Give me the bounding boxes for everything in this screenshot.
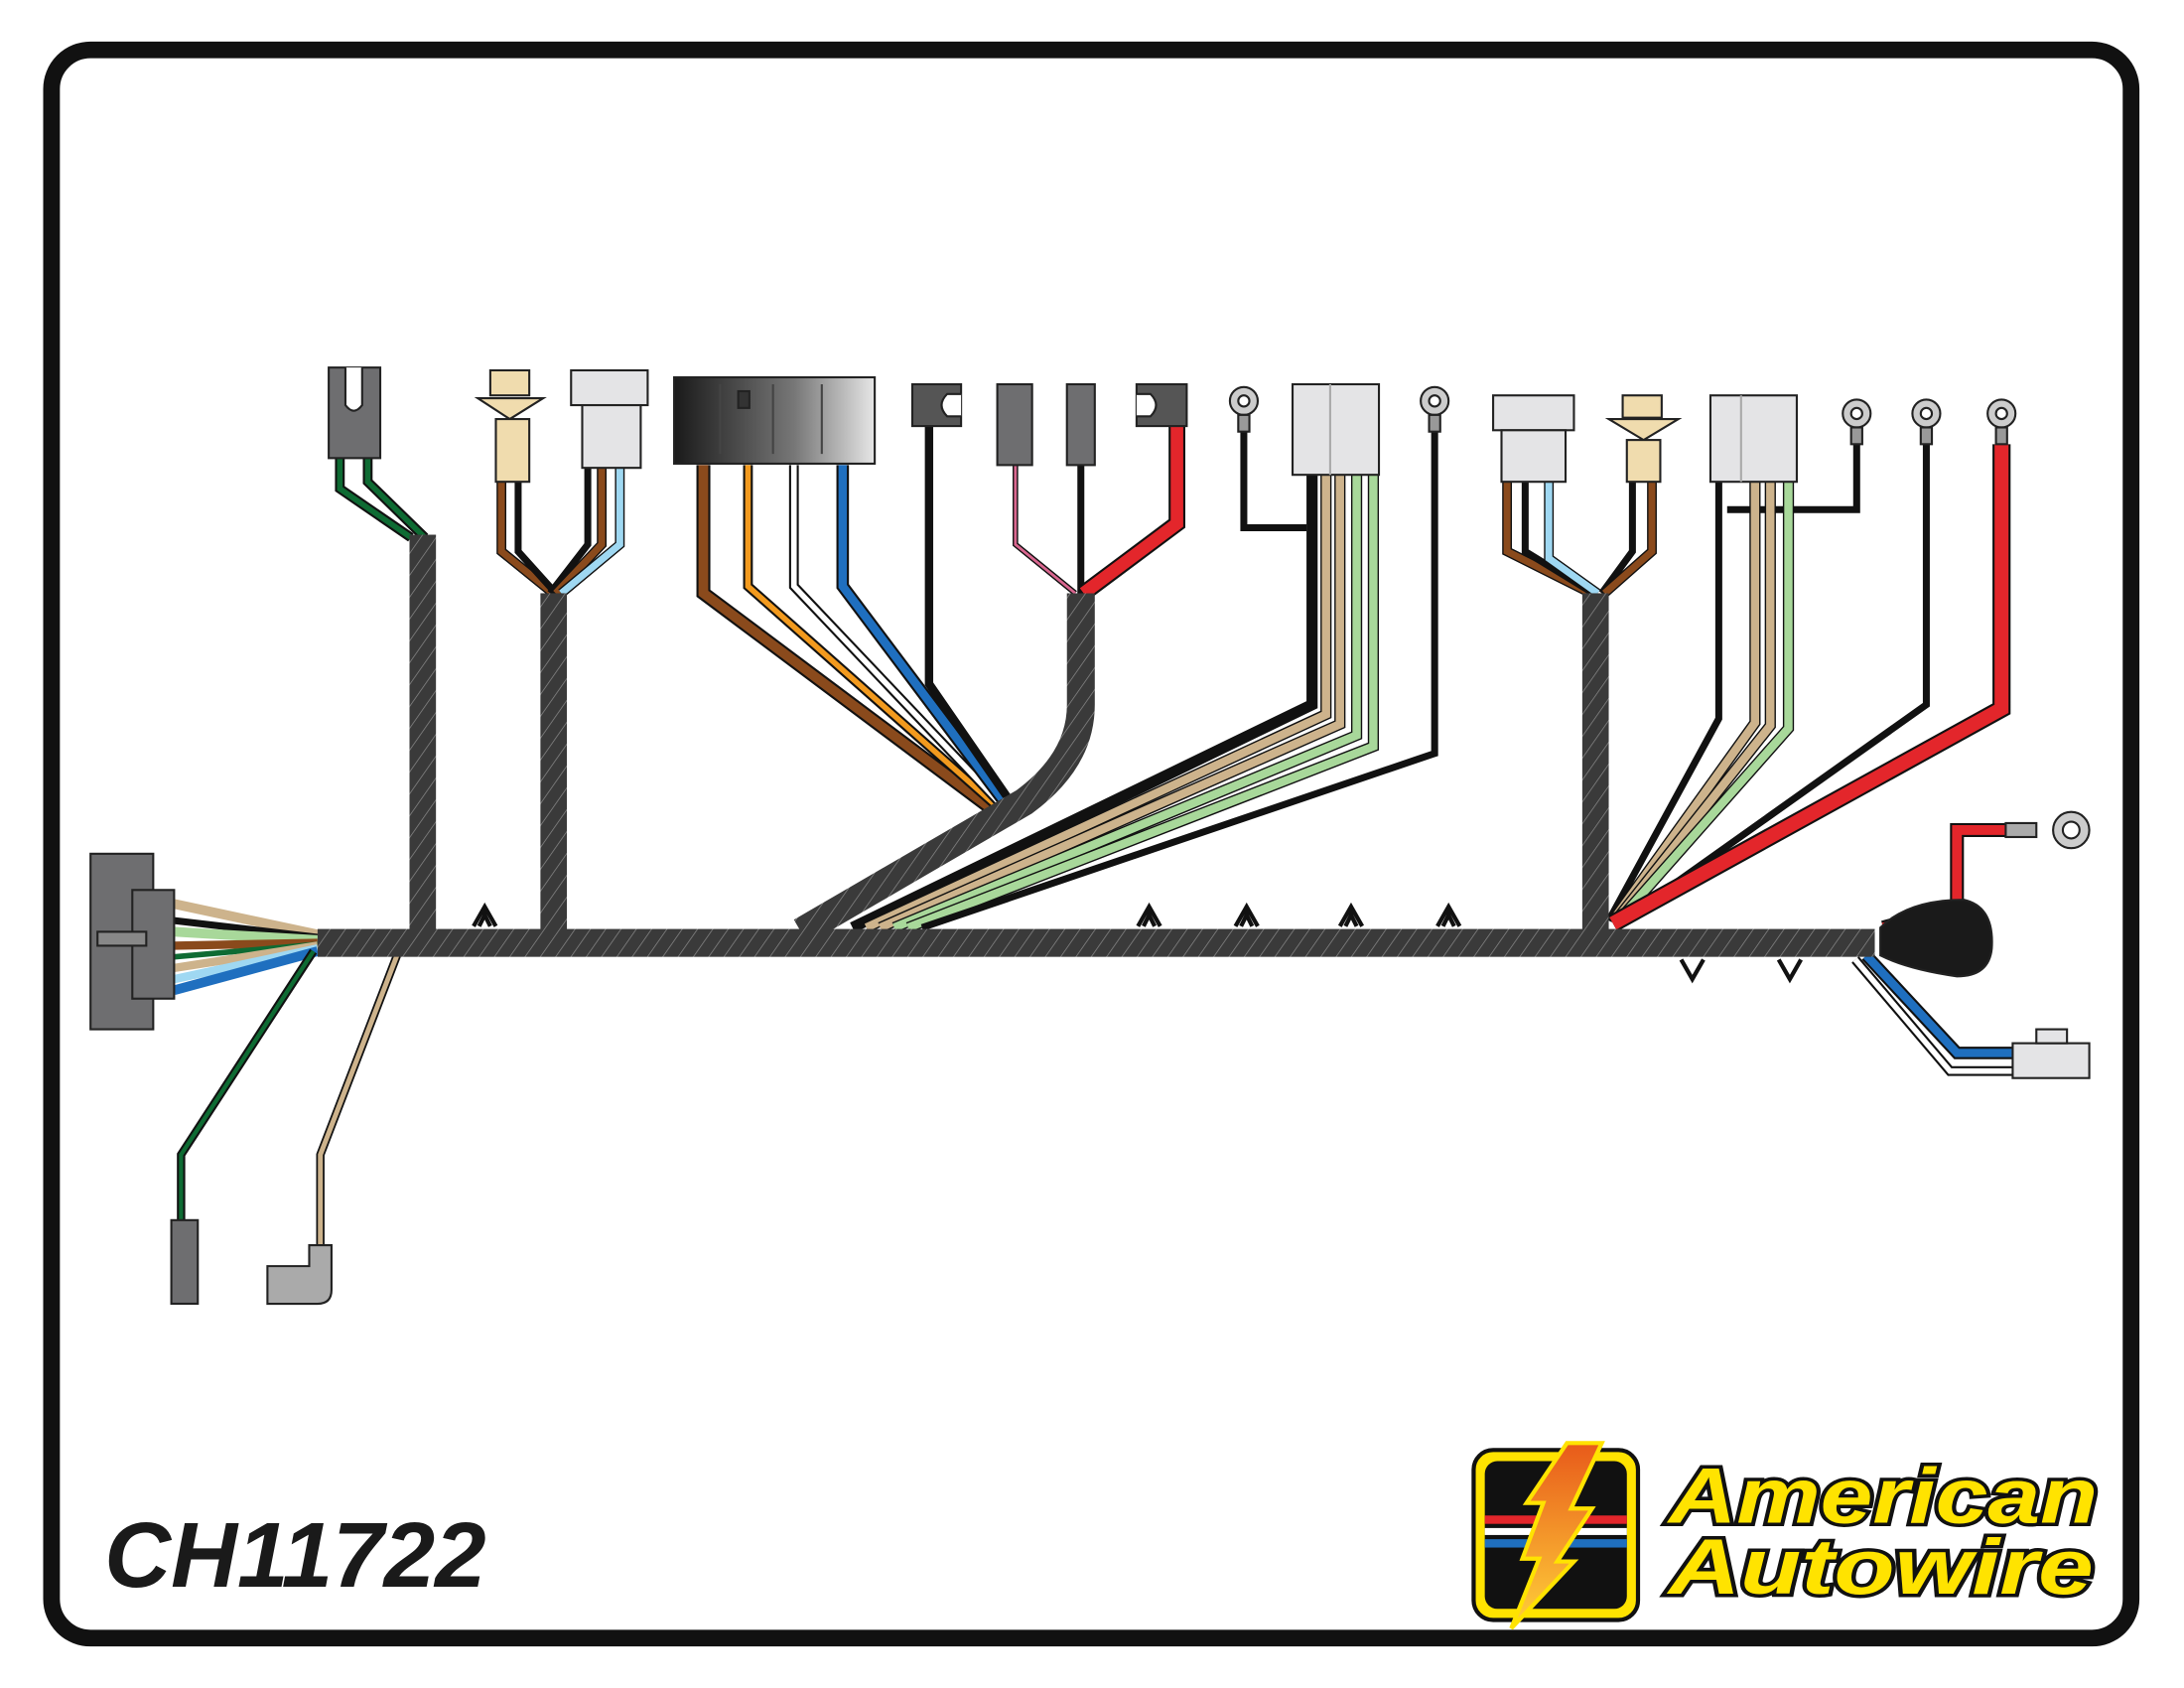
wire-group-branch-2 — [496, 468, 625, 598]
loom-branch-right — [1581, 593, 1609, 932]
ring-terminal-icon — [2004, 810, 2091, 850]
loom-curved-branch — [793, 593, 1095, 944]
connector-tan-bulb-socket-1 — [474, 368, 547, 484]
connector-left-bulkhead — [89, 852, 176, 1031]
wire-group-left-connector — [173, 899, 401, 1248]
connectors — [89, 366, 2091, 1306]
wire-group-white-connector-1 — [850, 426, 1438, 933]
ring-terminal-icon — [1911, 398, 1942, 446]
loom-trunk — [317, 928, 1875, 957]
connector-gray-single — [996, 382, 1033, 467]
connector-green-pair — [328, 366, 382, 460]
wire-group-branch-1 — [335, 458, 429, 542]
clip-icon — [1435, 902, 1462, 927]
clip-icon — [472, 902, 498, 927]
ring-terminal-icon — [1842, 398, 1872, 446]
wire-group-main-connector — [696, 426, 1014, 818]
ring-terminal-icon — [1420, 385, 1450, 433]
wire-group-branch-right — [1502, 482, 1657, 598]
clip-icon — [1136, 902, 1162, 927]
connector-tan-bulb-socket-2 — [1604, 394, 1683, 484]
connector-white-3-pin — [1708, 394, 1799, 484]
connector-tan-elbow — [266, 1244, 333, 1306]
connector-c-terminal-1 — [910, 382, 963, 428]
connector-white-socket-2 — [1492, 394, 1575, 484]
clip-icon — [1233, 902, 1260, 927]
loom-branch-1 — [409, 534, 437, 932]
connector-c-terminal-red — [1135, 382, 1188, 428]
connector-white-socket-1 — [570, 368, 649, 470]
logo-text-line-1: American — [1666, 1452, 2098, 1539]
connector-gray-slim — [1065, 382, 1096, 467]
wire-group-curved-branch — [1013, 426, 1186, 601]
lightning-bolt-icon — [1509, 1441, 1605, 1630]
harness-loom — [317, 534, 1875, 957]
connector-white-2-pin — [2011, 1028, 2091, 1079]
clip-icon — [1679, 958, 1706, 984]
part-number: CH11722 — [104, 1503, 485, 1607]
logo-text-line-2: Autowire — [1666, 1523, 2093, 1611]
connector-main-multi-pin — [673, 375, 877, 466]
brand-logo: American Autowire — [1471, 1441, 2102, 1630]
connector-white-5-pin — [1291, 382, 1381, 477]
harness-clips — [472, 902, 1803, 984]
loom-branch-2 — [540, 593, 568, 932]
connector-green-drop — [170, 1218, 200, 1306]
ring-terminal-icon — [1986, 398, 2017, 446]
clip-icon — [1337, 902, 1365, 927]
ring-terminal-icon — [1228, 385, 1260, 433]
grommet — [1879, 899, 1993, 978]
clip-icon — [1776, 958, 1803, 984]
wire-group-right-feeds — [1605, 444, 2011, 931]
